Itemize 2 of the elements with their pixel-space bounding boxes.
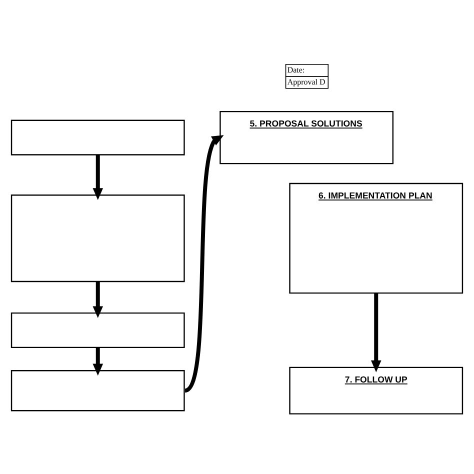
label: Approval D — [287, 76, 326, 86]
label: Date: — [287, 64, 305, 74]
